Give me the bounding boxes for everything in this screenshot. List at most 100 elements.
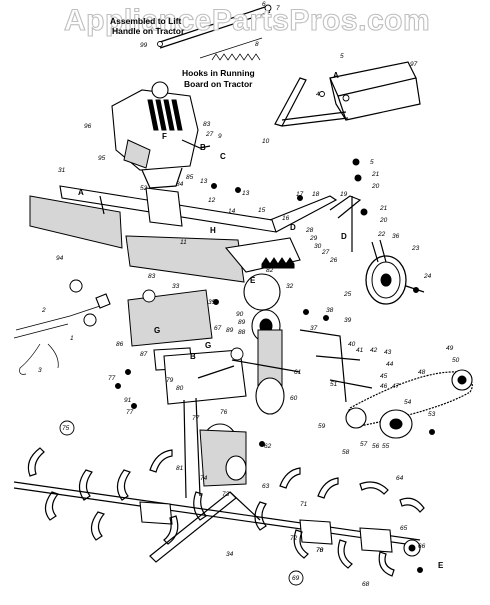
part-label: 20 (371, 183, 380, 190)
part-label: 83 (203, 121, 211, 128)
part-label: 46 (380, 383, 388, 390)
part-label: 8 (255, 41, 259, 48)
part-label: 78 (316, 547, 324, 554)
part-label: 33 (172, 283, 180, 290)
hitch-frame (274, 61, 421, 127)
part-label: 77 (192, 415, 200, 422)
part-label: 68 (362, 581, 370, 588)
callout-letter: F (162, 132, 167, 141)
part-label: 79 (166, 377, 174, 384)
part-label: 72 (290, 535, 298, 542)
part-label: 5 (340, 53, 344, 60)
part-label: 57 (360, 441, 368, 448)
part-label: 28 (305, 227, 314, 234)
part-label: 39 (344, 317, 352, 324)
part-label: 21 (379, 205, 388, 212)
callout-letter: A (333, 71, 339, 80)
part-label: 20 (379, 217, 388, 224)
callout-letter: A (78, 188, 84, 197)
part-label: 69 (292, 575, 300, 582)
callout-letter: D (290, 223, 296, 232)
part-label: 59 (318, 423, 326, 430)
part-label: 65 (400, 525, 408, 532)
part-label: 34 (226, 551, 234, 558)
part-label: 26 (329, 257, 338, 264)
part-label: 90 (236, 311, 244, 318)
part-label: 38 (326, 307, 334, 314)
part-label: 32 (286, 283, 294, 290)
part-label: 13 (200, 178, 208, 185)
part-label: 2 (41, 307, 46, 314)
part-label: 18 (312, 191, 320, 198)
part-label: 76 (220, 409, 228, 416)
part-label: 96 (84, 123, 92, 130)
note-handle-line2: Handle on Tractor (112, 26, 185, 36)
part-label: 29 (309, 235, 318, 242)
part-label: 61 (294, 369, 302, 376)
part-label: 17 (296, 191, 304, 198)
part-label: 44 (386, 361, 394, 368)
part-label: 43 (384, 349, 392, 356)
circled-part-marker (59, 420, 75, 436)
part-label: 23 (411, 245, 420, 252)
lower-drive (183, 397, 247, 499)
engine (111, 81, 211, 189)
tiller-frame (29, 185, 338, 283)
note-handle-line1: Assembled to Lift (110, 16, 181, 26)
part-label: 16 (282, 215, 290, 222)
part-label: 50 (452, 357, 460, 364)
part-label: 56 (372, 443, 380, 450)
part-label: 54 (404, 399, 412, 406)
watermark: AppliancePartsPros.com (64, 4, 430, 37)
callout-letter: G (205, 341, 211, 350)
part-label: 67 (214, 325, 222, 332)
callout-letter: E (438, 561, 444, 570)
callout-letter: H (210, 226, 216, 235)
part-label: 70 (316, 547, 324, 554)
part-label: 73 (222, 491, 230, 498)
part-label: 37 (310, 325, 318, 332)
part-label: 83 (148, 273, 156, 280)
part-label: 95 (98, 155, 106, 162)
callout-letter: C (220, 152, 226, 161)
chain-drive (299, 329, 473, 439)
part-number-labels: 99 6 7 8 5 97 4 10 96 83 27 9 95 31 52 8… (38, 1, 460, 588)
part-label: 77 (108, 375, 116, 382)
part-label: 89 (238, 319, 246, 326)
part-label: 11 (180, 239, 187, 246)
part-label: 3 (38, 367, 42, 374)
part-label: 40 (348, 341, 356, 348)
part-label: 88 (238, 329, 246, 336)
part-label: 60 (290, 395, 298, 402)
part-label: 58 (342, 449, 350, 456)
depth-adjust (224, 195, 362, 311)
part-label: 1 (70, 335, 74, 342)
part-label: 15 (258, 207, 266, 214)
part-label: 85 (186, 174, 194, 181)
part-label: 71 (300, 501, 308, 508)
part-label: 75 (62, 425, 70, 432)
part-label: 13 (242, 190, 250, 197)
callout-letter: B (200, 143, 206, 152)
part-label: 91 (124, 397, 132, 404)
part-label: 42 (370, 347, 378, 354)
circled-letter-marker (83, 313, 97, 327)
part-label: 82 (266, 267, 274, 274)
part-label: 87 (140, 351, 148, 358)
part-label: 12 (208, 197, 216, 204)
part-label: 36 (392, 233, 400, 240)
callout-letter: D (341, 232, 347, 241)
part-label: 48 (418, 369, 426, 376)
part-label: 27 (321, 249, 330, 256)
wiring-harness (13, 279, 111, 375)
part-label: 25 (343, 291, 352, 298)
part-label: 35 (208, 299, 216, 306)
part-label: 89 (226, 327, 234, 334)
note-hooks-line1: Hooks in Running (182, 68, 255, 78)
part-label: 99 (140, 42, 148, 49)
callout-letter: E (250, 276, 256, 285)
part-label: 45 (380, 373, 388, 380)
circled-letter-marker (230, 347, 244, 361)
